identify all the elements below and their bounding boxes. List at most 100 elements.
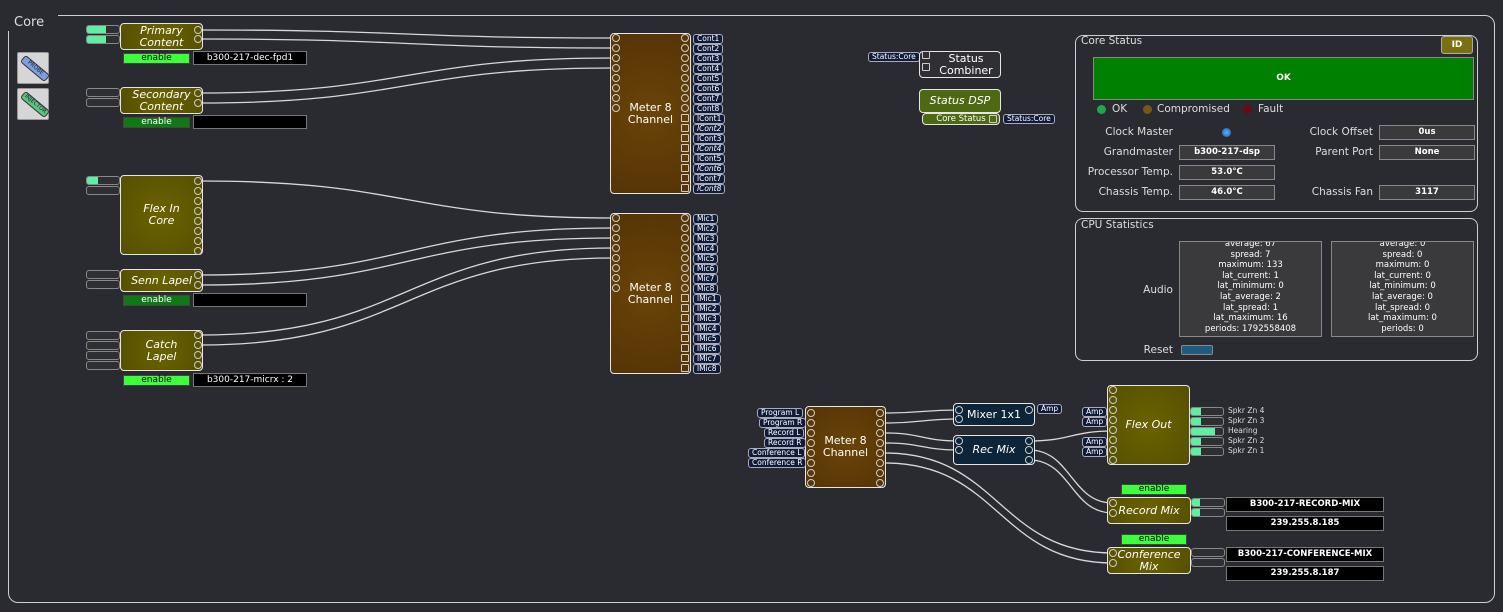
wire[interactable] bbox=[884, 432, 960, 442]
port[interactable] bbox=[1109, 396, 1117, 404]
output-tag[interactable]: lMic3 bbox=[693, 314, 721, 324]
port[interactable] bbox=[681, 94, 689, 102]
port[interactable] bbox=[876, 409, 884, 417]
output-tag[interactable]: Cont8 bbox=[693, 104, 724, 114]
meter-8-channel-block[interactable]: Meter 8 Channel bbox=[805, 406, 886, 488]
output-tag[interactable]: lMic4 bbox=[693, 324, 721, 334]
output-tag[interactable]: Cont3 bbox=[693, 54, 724, 64]
stream-name-field[interactable]: B300-217-CONFERENCE-MIX bbox=[1226, 547, 1384, 562]
port[interactable] bbox=[807, 479, 815, 487]
port[interactable] bbox=[681, 364, 689, 372]
port[interactable] bbox=[681, 164, 689, 172]
port[interactable] bbox=[612, 274, 620, 282]
port[interactable] bbox=[681, 34, 689, 42]
port[interactable] bbox=[681, 344, 689, 352]
wire[interactable] bbox=[201, 180, 613, 219]
port[interactable] bbox=[681, 304, 689, 312]
output-tag[interactable]: lMic8 bbox=[693, 364, 721, 374]
output-tag[interactable]: Mic1 bbox=[693, 214, 719, 224]
port[interactable] bbox=[194, 247, 202, 255]
port[interactable] bbox=[194, 217, 202, 225]
output-tag[interactable]: lCont1 bbox=[693, 114, 726, 124]
wire[interactable] bbox=[201, 38, 613, 49]
port[interactable] bbox=[807, 449, 815, 457]
output-tag[interactable]: lMic1 bbox=[693, 294, 721, 304]
wire[interactable] bbox=[201, 247, 613, 336]
port[interactable] bbox=[876, 439, 884, 447]
port[interactable] bbox=[681, 104, 689, 112]
input-tag[interactable]: Conference L bbox=[748, 448, 806, 458]
wire[interactable] bbox=[884, 442, 960, 451]
port[interactable] bbox=[681, 144, 689, 152]
port[interactable] bbox=[876, 449, 884, 457]
port[interactable] bbox=[612, 74, 620, 82]
output-tag[interactable]: Mic6 bbox=[693, 264, 719, 274]
port[interactable] bbox=[681, 174, 689, 182]
port[interactable] bbox=[194, 271, 202, 279]
port[interactable] bbox=[681, 324, 689, 332]
stream-name-field[interactable]: b300-217-micrx : 2 bbox=[193, 373, 307, 387]
port[interactable] bbox=[194, 331, 202, 339]
output-tag[interactable]: lMic2 bbox=[693, 304, 721, 314]
output-tag[interactable]: Mic7 bbox=[693, 274, 719, 284]
output-tag[interactable]: lCont5 bbox=[693, 154, 726, 164]
record-mix-block[interactable]: Record Mix bbox=[1107, 497, 1191, 524]
status-combiner-block[interactable]: Status Combiner bbox=[919, 51, 1001, 78]
port[interactable] bbox=[681, 134, 689, 142]
output-tag[interactable]: lMic6 bbox=[693, 344, 721, 354]
block-primary[interactable]: Primary Content bbox=[120, 23, 203, 50]
stream-name-field[interactable] bbox=[193, 293, 307, 307]
output-tag[interactable]: lCont4 bbox=[693, 144, 726, 154]
conference-mix-block[interactable]: Conference Mix bbox=[1107, 547, 1191, 574]
port[interactable] bbox=[681, 214, 689, 222]
input-tag[interactable]: Program L bbox=[757, 408, 804, 418]
port[interactable] bbox=[1025, 456, 1033, 464]
multicast-address-field[interactable]: 239.255.8.187 bbox=[1226, 566, 1384, 581]
output-tag[interactable]: Mic5 bbox=[693, 254, 719, 264]
output-tag[interactable]: lCont6 bbox=[693, 164, 726, 174]
injector-tool-button[interactable]: INJECTOR bbox=[17, 88, 51, 120]
port[interactable] bbox=[612, 284, 620, 292]
port[interactable] bbox=[681, 114, 689, 122]
port[interactable] bbox=[955, 437, 963, 445]
port[interactable] bbox=[807, 419, 815, 427]
port[interactable] bbox=[681, 254, 689, 262]
port[interactable] bbox=[681, 244, 689, 252]
wire[interactable] bbox=[884, 409, 960, 414]
port[interactable] bbox=[681, 74, 689, 82]
port[interactable] bbox=[612, 224, 620, 232]
port[interactable] bbox=[1109, 509, 1117, 517]
port[interactable] bbox=[612, 44, 620, 52]
output-tag[interactable]: Cont7 bbox=[693, 94, 724, 104]
wire[interactable] bbox=[201, 57, 613, 94]
wire[interactable] bbox=[1028, 430, 1114, 442]
status-output-tag[interactable]: Status:Core bbox=[1003, 114, 1055, 124]
port[interactable] bbox=[194, 281, 202, 289]
port[interactable] bbox=[194, 341, 202, 349]
port[interactable] bbox=[955, 415, 963, 423]
port[interactable] bbox=[681, 84, 689, 92]
port[interactable] bbox=[194, 89, 202, 97]
output-tag[interactable]: lCont8 bbox=[693, 184, 726, 194]
port[interactable] bbox=[681, 264, 689, 272]
amp-tag[interactable]: Amp bbox=[1082, 417, 1108, 427]
output-tag[interactable]: lCont2 bbox=[693, 124, 726, 134]
port[interactable] bbox=[922, 63, 930, 71]
output-tag[interactable]: lCont7 bbox=[693, 174, 726, 184]
flex-out-block[interactable]: Flex Out bbox=[1107, 385, 1190, 465]
port[interactable] bbox=[807, 469, 815, 477]
wire[interactable] bbox=[884, 462, 1114, 564]
reset-button[interactable] bbox=[1181, 345, 1213, 355]
port[interactable] bbox=[876, 469, 884, 477]
port[interactable] bbox=[1109, 499, 1117, 507]
port[interactable] bbox=[1109, 549, 1117, 557]
port[interactable] bbox=[955, 406, 963, 414]
port[interactable] bbox=[612, 244, 620, 252]
port[interactable] bbox=[1109, 406, 1117, 414]
meter-8-channel-block[interactable]: Meter 8 Channel bbox=[610, 213, 691, 374]
output-tag[interactable]: Mic8 bbox=[693, 284, 719, 294]
port[interactable] bbox=[612, 234, 620, 242]
output-tag[interactable]: Cont6 bbox=[693, 84, 724, 94]
wire[interactable] bbox=[884, 452, 1114, 554]
port[interactable] bbox=[681, 284, 689, 292]
